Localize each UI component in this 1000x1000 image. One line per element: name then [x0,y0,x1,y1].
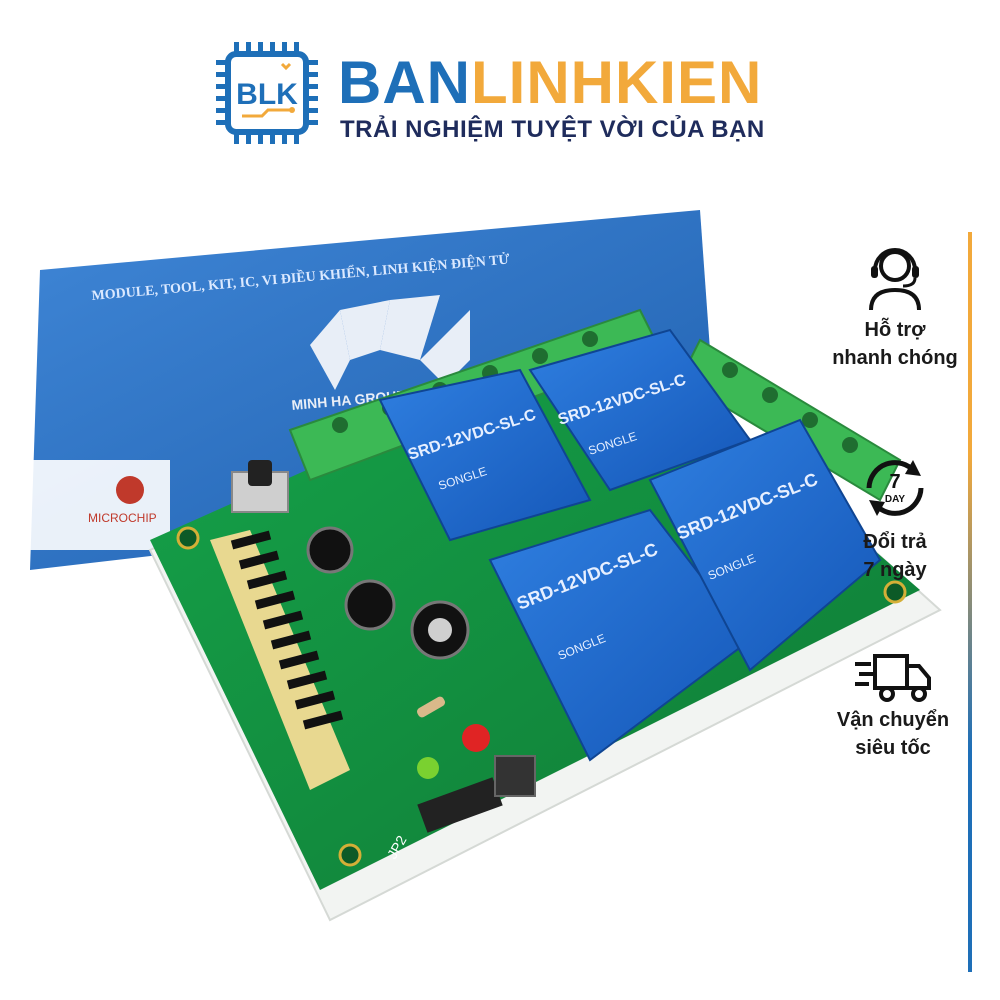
product-photo: MODULE, TOOL, KIT, IC, VI ĐIỀU KHIỂN, LI… [30,210,942,922]
red-led [462,724,490,752]
feature-support-line2: nhanh chóng [832,347,958,369]
brand-logo-icon: BLK [216,42,318,144]
headset-support-icon [869,248,921,311]
return-badge-number: 7 [889,471,900,493]
brand-name: BANLINHKIEN [338,48,762,118]
green-led [417,757,439,779]
resistor [416,696,446,718]
brand-logo-text: BLK [236,78,298,111]
fast-delivery-truck-icon [855,654,931,702]
minh-ha-logo-icon [310,295,470,390]
feature-return-line2: 7 ngày [863,559,927,581]
feature-return-line1: Đổi trả [863,531,927,553]
capacitors [306,526,470,660]
feature-support: Hỗ trợ nhanh chóng [810,236,980,372]
feature-delivery-line2: siêu tốc [855,737,931,759]
feature-delivery: Vận chuyển siêu tốc [798,646,988,762]
microchip-label: MICROCHIP [88,511,157,525]
feature-return: 7 DAY Đổi trả 7 ngày [810,448,980,584]
jumper-header [417,755,536,833]
divider-line [968,232,972,972]
brand-tagline: TRẢI NGHIỆM TUYỆT VỜI CỦA BẠN [340,116,765,143]
relay-2: SRD-12VDC-SL-C SONGLE [528,328,752,492]
feature-support-line1: Hỗ trợ [864,319,926,341]
seven-day-return-icon: 7 DAY [866,460,924,516]
antenna-coil [210,530,350,790]
relay-4: SRD-12VDC-SL-C SONGLE [648,418,882,672]
brand-name-part2: LINHKIEN [471,49,763,116]
relay-1: SRD-12VDC-SL-C SONGLE [378,368,592,542]
brand-name-part1: BAN [338,49,471,116]
return-badge-text: DAY [885,494,906,505]
push-button-component [231,460,289,513]
feature-delivery-line1: Vận chuyển [836,709,950,731]
